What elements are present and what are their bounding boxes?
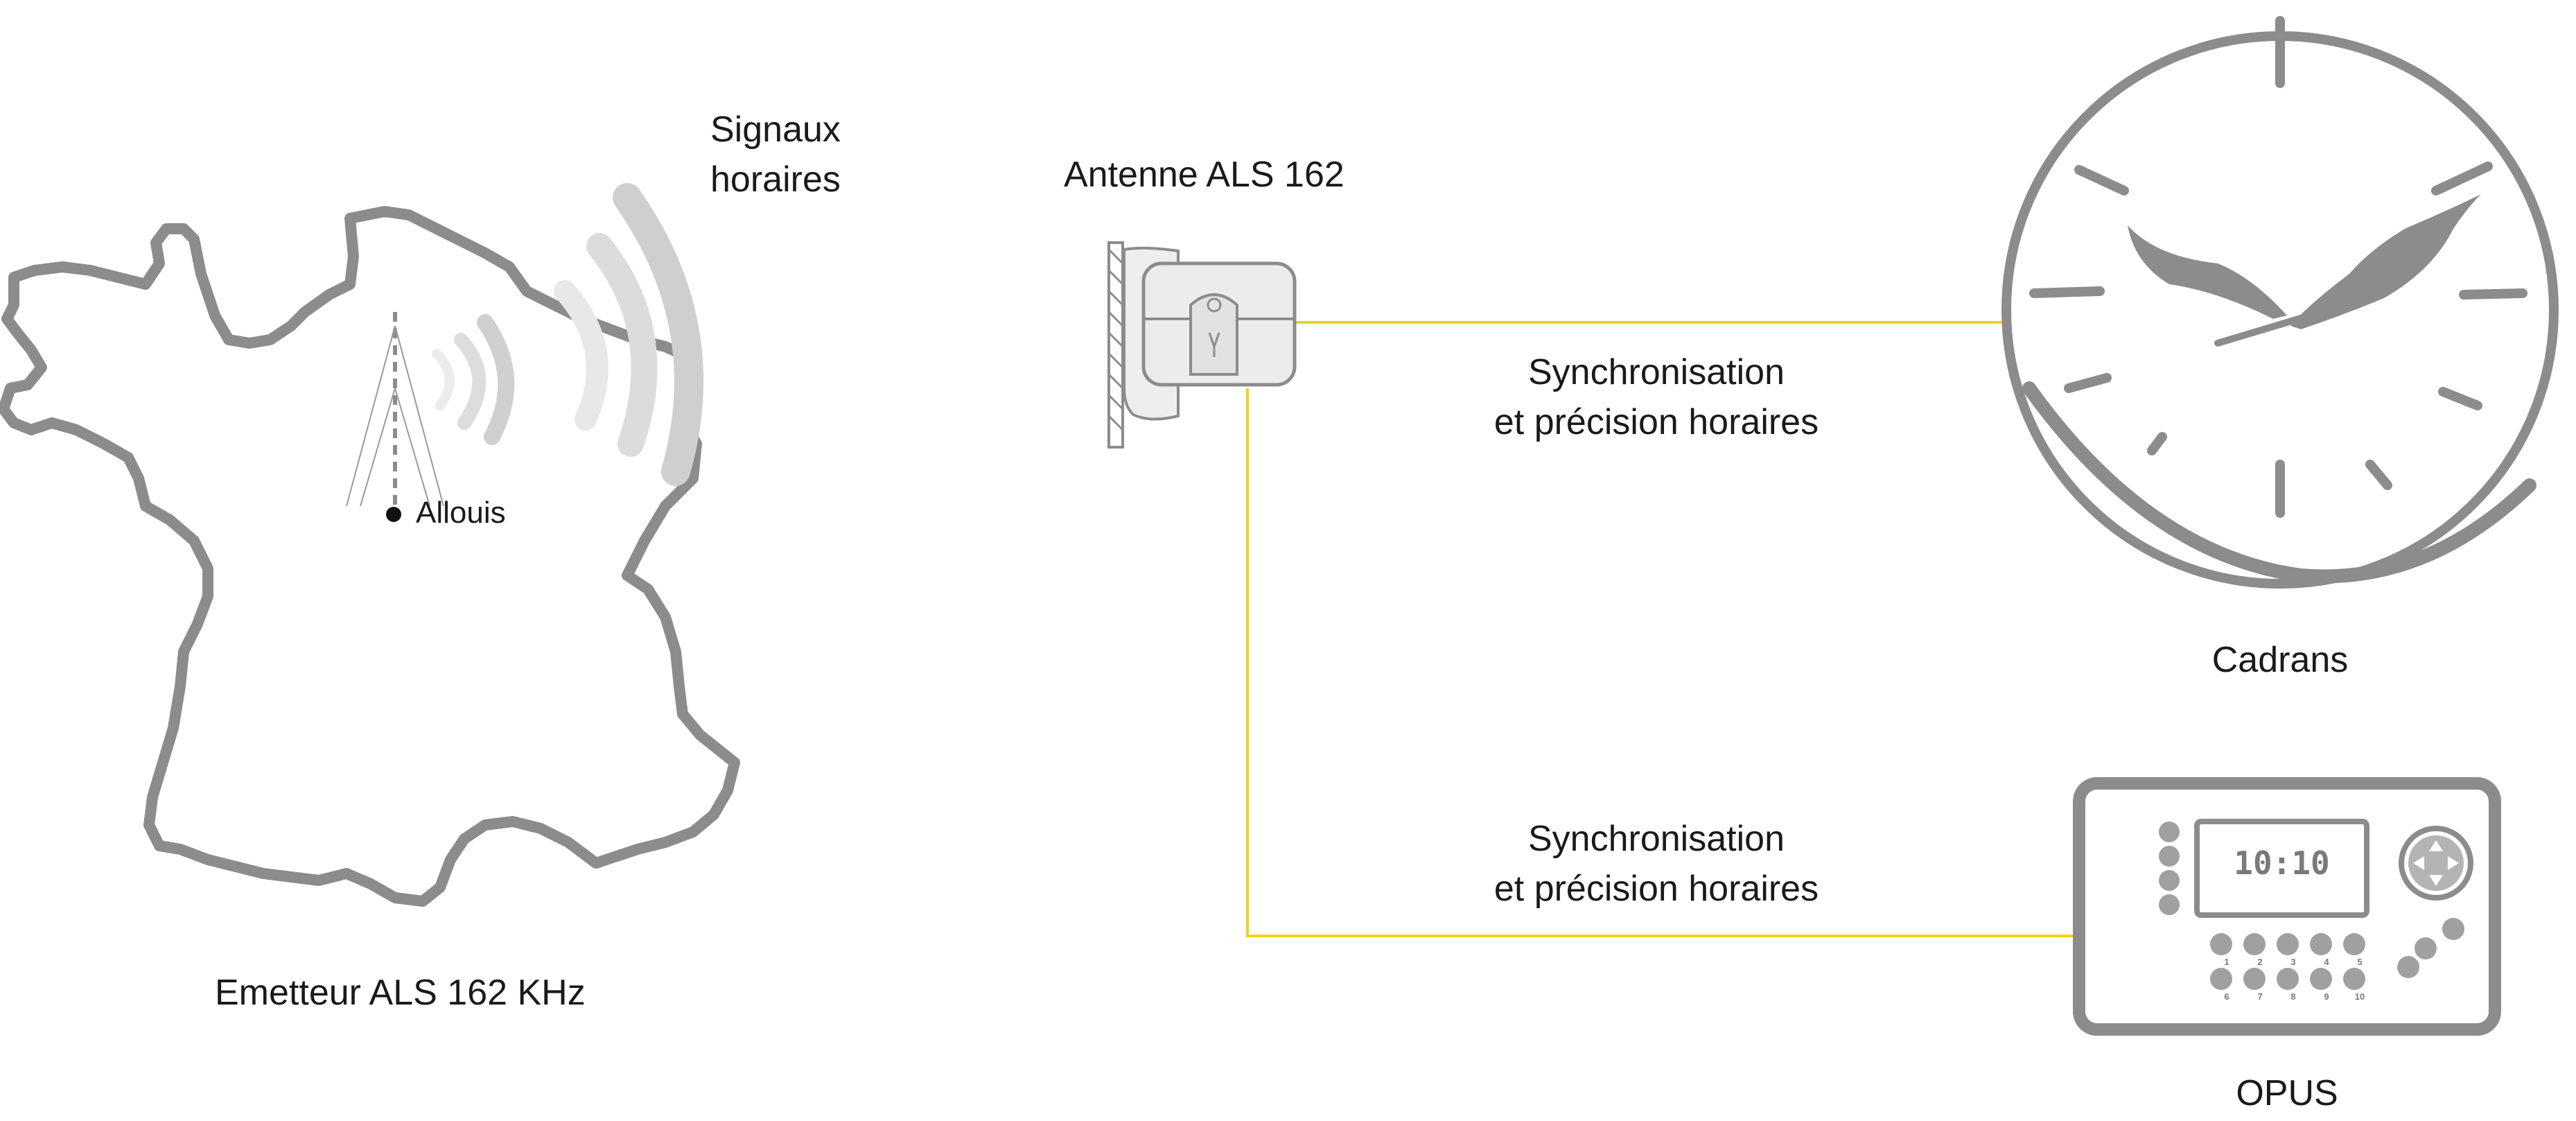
sync-top-line1: Synchronisation (1528, 352, 1785, 392)
opus-key-number: 8 (2290, 991, 2295, 1002)
opus-key-number: 9 (2324, 991, 2329, 1002)
opus-display-time: 10:10 (2234, 844, 2330, 882)
opus-key-3 (2277, 933, 2299, 955)
opus-key-number: 1 (2224, 957, 2229, 967)
transmitter-site-label: Allouis (416, 496, 506, 530)
opus-keypad: 1 2 3 4 5 6 7 8 9 10 (2210, 933, 2365, 1002)
signals-label-line1: Signaux (710, 110, 841, 150)
opus-key-7 (2243, 968, 2266, 990)
opus-device-icon: 1 2 3 4 5 6 7 8 9 10 (2073, 777, 2501, 1036)
opus-key-5 (2343, 933, 2365, 955)
opus-key-6 (2210, 968, 2232, 990)
opus-key-number: 4 (2324, 957, 2329, 967)
opus-key-number: 10 (2355, 991, 2365, 1002)
opus-key-number: 2 (2257, 957, 2262, 967)
clock-label: Cadrans (2211, 640, 2349, 680)
opus-key-number: 3 (2290, 957, 2295, 967)
allouis-location-dot (386, 507, 401, 522)
opus-key-1 (2210, 933, 2232, 955)
opus-key-9 (2310, 968, 2332, 990)
transmitter-label: Emetteur ALS 162 KHz (215, 973, 586, 1013)
connection-lines (1246, 321, 2079, 937)
wall-clock-icon (2001, 16, 2559, 589)
opus-key-number: 6 (2224, 991, 2229, 1002)
sync-bottom-line2: et précision horaires (1493, 869, 1819, 909)
radio-mast-icon (346, 312, 444, 513)
opus-label: OPUS (2236, 1073, 2338, 1113)
signals-label-line2: horaires (710, 159, 841, 200)
opus-key-number: 7 (2257, 991, 2262, 1002)
opus-key-2 (2243, 933, 2266, 955)
opus-key-4 (2310, 933, 2332, 955)
signal-waves-icon (432, 183, 703, 486)
opus-key-10 (2343, 968, 2365, 990)
sync-top-line2: et précision horaires (1493, 402, 1819, 442)
link-antenna-to-opus (1246, 388, 2079, 937)
antenna-label: Antenne ALS 162 (1064, 155, 1344, 195)
france-map-outline (0, 206, 740, 907)
sync-bottom-line1: Synchronisation (1528, 819, 1785, 859)
antenna-device-icon (1107, 241, 1297, 449)
opus-key-8 (2277, 968, 2299, 990)
opus-key-number: 5 (2357, 957, 2362, 967)
